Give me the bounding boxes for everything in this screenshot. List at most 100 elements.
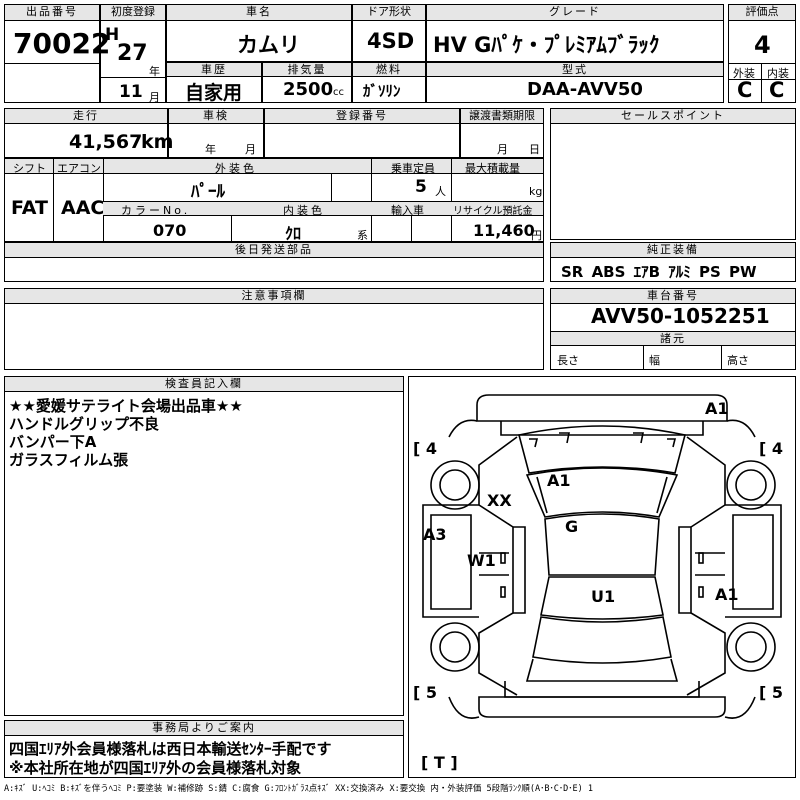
reg-number-box: 登録番号: [264, 108, 460, 158]
grade-label: グレード: [427, 5, 723, 21]
import-label: 輸入車: [391, 204, 424, 217]
aircon-value: AAC: [61, 197, 105, 219]
mileage-value: 41,567: [69, 131, 143, 153]
history-label: 車歴: [167, 63, 261, 77]
model-value: DAA-AVV50: [527, 79, 643, 100]
ext-color-label: 外装色: [215, 162, 257, 175]
exterior-label: 外装: [733, 67, 755, 80]
inspector-box: 検査員記入欄 ★★愛媛サテライト会場出品車★★ ハンドルグリップ不良 バンパー下…: [4, 376, 404, 716]
inspector-line-1: ★★愛媛サテライト会場出品車★★: [9, 397, 243, 415]
damage-mark-left-fender: XX: [487, 491, 512, 510]
inspector-label: 検査員記入欄: [5, 377, 403, 392]
registration-era: H: [105, 25, 120, 45]
fuel-label: 燃料: [353, 63, 425, 77]
registration-year: 27: [117, 41, 148, 66]
int-color-label: 内装色: [283, 204, 325, 217]
lot-label: 出品番号: [5, 5, 99, 21]
chassis-number: AVV50-1052251: [591, 304, 770, 328]
equipment-label: 純正装備: [551, 243, 795, 258]
damage-mark-front-bumper: A1: [705, 399, 729, 418]
chassis-box: 車台番号 AVV50-1052251 諸元 長さ 幅 高さ: [550, 288, 796, 370]
car-diagram-box: A1 A1 XX G A3 W1 U1 A1 [ 4 [ 4 [ 5 [ 5 […: [408, 376, 796, 778]
max-load-label: 最大積載量: [465, 162, 520, 175]
chassis-label: 車台番号: [551, 289, 795, 304]
max-load-unit: kg: [529, 185, 543, 198]
displacement-box: 排気量 2500 cc: [262, 62, 352, 103]
capacity-label: 乗車定員: [391, 162, 435, 175]
office-box: 事務局よりご案内 四国ｴﾘｱ外会員様落札は西日本輸送ｾﾝﾀｰ手配です ※本社所在…: [4, 720, 404, 778]
score-label: 評価点: [729, 5, 795, 21]
interior-label: 内装: [767, 67, 789, 80]
sales-points-label: セールスポイント: [551, 109, 795, 124]
displacement-value: 2500: [283, 79, 334, 100]
transfer-label: 譲渡書類期限: [461, 109, 543, 124]
height-label: 高さ: [727, 354, 749, 367]
length-label: 長さ: [557, 354, 579, 367]
tire-front-left: [ 4: [413, 439, 438, 458]
notes-box: 注意事項欄: [4, 288, 544, 370]
tire-spare: [ T ]: [421, 753, 458, 772]
legend: A:ｷｽﾞ U:ﾍｺﾐ B:ｷｽﾞを伴うﾍｺﾐ P:要塗装 W:補修跡 S:錆 …: [4, 784, 593, 794]
score-value: 4: [754, 31, 771, 59]
registration-month: 11: [119, 82, 143, 102]
transfer-box: 譲渡書類期限 月 日: [460, 108, 544, 158]
recycle-value: 11,460: [473, 221, 535, 240]
dims-label: 諸元: [551, 331, 795, 346]
damage-mark-left-side: A3: [423, 525, 447, 544]
transfer-day-unit: 日: [529, 143, 540, 156]
mileage-box: 走行 41,567 km: [4, 108, 173, 158]
equipment-box: 純正装備 SR ABS ｴｱB ｱﾙﾐ PS PW: [550, 242, 796, 282]
aircon-label: エアコン: [57, 162, 101, 175]
sales-points-box: セールスポイント: [550, 108, 796, 240]
recycle-unit: 円: [531, 229, 542, 242]
office-label: 事務局よりご案内: [5, 721, 403, 736]
width-label: 幅: [649, 354, 660, 367]
model-label: 型式: [427, 63, 723, 77]
car-name: カムリ: [237, 33, 300, 57]
exterior-value: C: [737, 78, 753, 102]
notes-label: 注意事項欄: [5, 289, 543, 304]
grade-value: HV Gﾊﾟｹ・ﾌﾟﾚﾐｱﾑﾌﾞﾗｯｸ: [433, 33, 660, 57]
lot-number: 70022: [13, 27, 111, 60]
interior-value: C: [769, 78, 785, 102]
office-line-2: ※本社所在地が四国ｴﾘｱ外の会員様落札対象: [9, 759, 302, 777]
tire-rear-right: [ 5: [759, 683, 784, 702]
inspection-year-unit: 年: [205, 143, 216, 156]
displacement-unit: cc: [333, 87, 344, 98]
transfer-month-unit: 月: [497, 143, 508, 156]
ext-color-value: ﾊﾟｰﾙ: [191, 182, 225, 202]
equipment-value: SR ABS ｴｱB ｱﾙﾐ PS PW: [561, 263, 757, 281]
registration-year-unit: 年: [149, 65, 160, 78]
damage-mark-left-door: W1: [467, 551, 496, 570]
history-box: 車歴 自家用: [166, 62, 262, 104]
reg-number-label: 登録番号: [265, 109, 459, 124]
damage-mark-trunk: U1: [591, 587, 616, 606]
registration-month-unit: 月: [149, 91, 160, 104]
inspector-line-3: バンパー下A: [9, 433, 97, 451]
lot-box: 出品番号 70022: [4, 4, 110, 103]
spec-box: シフト エアコン 外装色 乗車定員 最大積載量 FAT AAC ﾊﾟｰﾙ 5 人…: [4, 158, 544, 243]
int-color-unit: 系: [357, 229, 368, 242]
fuel-value: ｶﾞｿﾘﾝ: [363, 82, 401, 100]
inspection-box: 車検 年 月: [168, 108, 264, 158]
car-name-label: 車名: [167, 5, 351, 21]
capacity-value: 5: [415, 177, 427, 197]
color-no-label: カラーNo.: [121, 204, 191, 217]
int-color-value: ｸﾛ: [285, 224, 302, 243]
door-type: 4SD: [367, 29, 415, 53]
car-name-box: 車名 カムリ: [166, 4, 352, 62]
shift-value: FAT: [11, 197, 48, 219]
door-label: ドア形状: [353, 5, 425, 21]
color-no-value: 070: [153, 221, 187, 240]
tire-rear-left: [ 5: [413, 683, 438, 702]
mileage-label: 走行: [5, 109, 167, 124]
shift-label: シフト: [13, 162, 46, 175]
car-diagram: [422, 394, 782, 719]
inspection-month-unit: 月: [245, 143, 256, 156]
displacement-label: 排気量: [263, 63, 351, 77]
damage-mark-hood: A1: [547, 471, 571, 490]
inspector-line-2: ハンドルグリップ不良: [9, 415, 160, 433]
history-value: 自家用: [185, 82, 243, 104]
office-line-1: 四国ｴﾘｱ外会員様落札は西日本輸送ｾﾝﾀｰ手配です: [9, 740, 332, 758]
tire-front-right: [ 4: [759, 439, 784, 458]
